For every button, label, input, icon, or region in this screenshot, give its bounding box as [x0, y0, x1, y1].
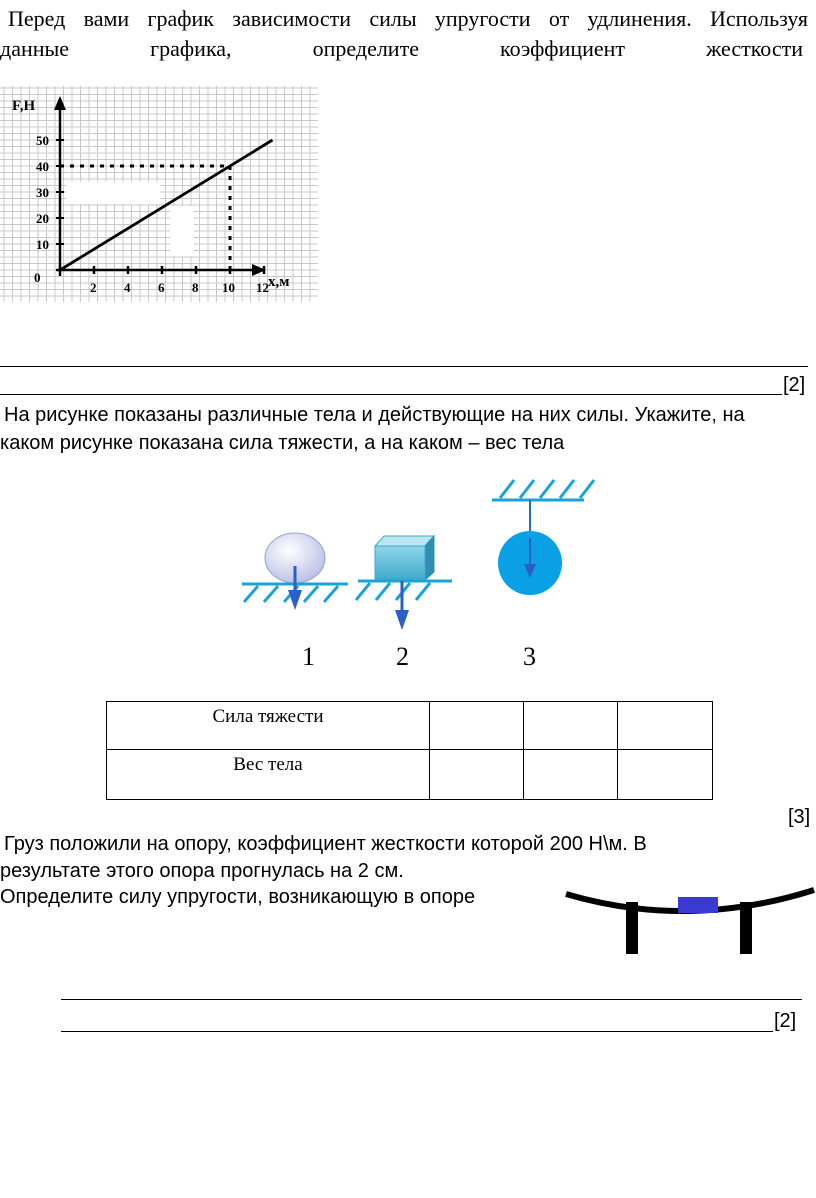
word: жесткости — [706, 36, 803, 61]
figure-label-3: 3 — [523, 642, 536, 671]
word: зависимости — [232, 6, 352, 31]
word: силы — [369, 6, 417, 31]
chart-marks — [59, 138, 274, 272]
chart-mask — [170, 206, 194, 256]
task3-line1: Груз положили на опору, коэффициент жест… — [4, 833, 647, 855]
answer-cell[interactable] — [429, 749, 524, 800]
answer-cell[interactable] — [523, 701, 618, 750]
word: от — [548, 6, 570, 31]
x-tick-label: 10 — [222, 280, 235, 295]
x-tick-label: 4 — [124, 280, 131, 295]
x-tick-label: 6 — [158, 280, 165, 295]
answer-line — [61, 1031, 773, 1032]
x-axis-label: x,м — [268, 274, 289, 290]
x-tick-label: 8 — [192, 280, 199, 295]
word: определите — [312, 36, 419, 61]
task2-score: [3] — [788, 806, 811, 828]
force-line — [59, 138, 274, 272]
word: упругости — [434, 6, 531, 31]
y-tick-label: 50 — [36, 133, 49, 148]
task1-line2: данные графика, определите коэффициент жестк… — [0, 35, 803, 63]
body-3-ball — [492, 479, 596, 595]
load-block — [678, 897, 718, 913]
word: графика, — [150, 36, 232, 61]
x-tick-label: 2 — [90, 280, 97, 295]
row-label-weight: Вес тела — [106, 749, 430, 800]
y-tick-label: 10 — [36, 237, 49, 252]
task2-line2: каком рисунке показана сила тяжести, а н… — [0, 432, 565, 454]
task2-line1: На рисунке показаны различные тела и дей… — [4, 404, 745, 426]
body-1-egg — [242, 532, 348, 610]
chart-axes — [54, 96, 266, 276]
task1-score: [2] — [783, 374, 806, 396]
y-axis-arrow — [54, 96, 66, 110]
figure-label-2: 2 — [396, 642, 409, 671]
y-tick-label: 30 — [36, 185, 49, 200]
answer-table: Сила тяжести Вес тела — [106, 701, 713, 800]
y-tick-label: 40 — [36, 159, 49, 174]
answer-line — [0, 366, 808, 367]
force-extension-chart: 10 20 30 40 50 2 4 6 8 10 12 0 F,Н x,м — [0, 78, 320, 310]
task3-line2: результате этого опора прогнулась на 2 с… — [0, 860, 404, 882]
answer-cell[interactable] — [617, 749, 713, 800]
bent-support-figure — [565, 887, 815, 954]
figure-label-1: 1 — [302, 642, 315, 671]
answer-line — [0, 394, 782, 395]
task1-line1: Перед вами график зависимости силы упругости о… — [8, 5, 808, 33]
word: график — [147, 6, 214, 31]
word: данные — [0, 36, 70, 61]
answer-cell[interactable] — [523, 749, 618, 800]
task3-line3: Определите силу упругости, возникающую в… — [0, 886, 476, 908]
word: удлинения. — [587, 6, 692, 31]
answer-cell[interactable] — [617, 701, 713, 750]
origin-label: 0 — [34, 270, 41, 285]
x-tick-label: 12 — [256, 280, 269, 295]
word: Используя — [710, 6, 808, 31]
row-label-gravity: Сила тяжести — [106, 701, 430, 750]
body-2-box — [354, 534, 452, 630]
answer-line — [61, 999, 802, 1000]
answer-cell[interactable] — [429, 701, 524, 750]
bodies-figure — [242, 479, 596, 630]
table-row: Вес тела — [106, 749, 713, 800]
task3-score: [2] — [774, 1010, 797, 1032]
y-tick-label: 20 — [36, 211, 49, 226]
word: Перед — [8, 6, 66, 31]
y-axis-label: F,Н — [12, 98, 36, 114]
table-row: Сила тяжести — [106, 701, 713, 750]
x-axis-arrow — [252, 264, 266, 276]
word: коэффициент — [500, 36, 626, 61]
chart-labels: 10 20 30 40 50 2 4 6 8 10 12 0 F,Н x,м — [12, 98, 289, 295]
chart-mask — [66, 182, 160, 204]
word: вами — [83, 6, 130, 31]
